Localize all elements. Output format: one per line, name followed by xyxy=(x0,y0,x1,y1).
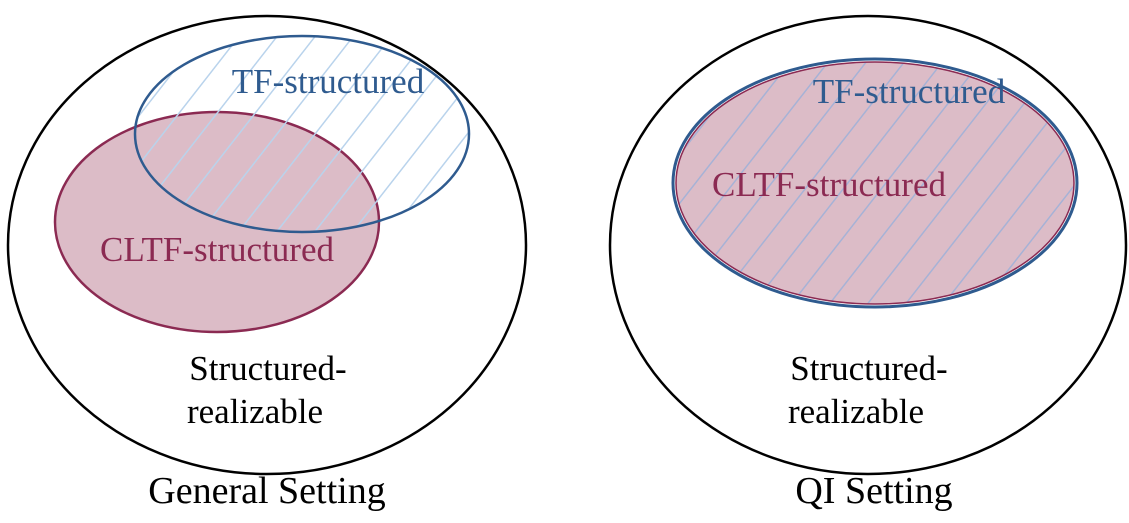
cltf-structured-outline xyxy=(675,61,1075,305)
panel-caption: General Setting xyxy=(148,470,385,512)
tf-structured-hatch xyxy=(676,62,1074,304)
tf-structured-hatch xyxy=(135,36,469,232)
tf-structured-ellipse xyxy=(671,57,1079,309)
tf-structured-label: TF-structured xyxy=(232,62,425,101)
structured-realizable-ellipse xyxy=(6,14,528,476)
structured-realizable-label-line2: realizable xyxy=(788,392,924,431)
cltf-structured-label: CLTF-structured xyxy=(712,165,946,204)
structured-realizable-ellipse xyxy=(608,14,1128,476)
structured-realizable-label-line1: Structured- xyxy=(790,349,947,388)
structured-realizable-label-line2: realizable xyxy=(187,392,323,431)
structured-realizable-label-line1: Structured- xyxy=(189,349,346,388)
panel-general-setting: TF-structured CLTF-structured Structured… xyxy=(6,14,528,512)
panel-qi-setting: TF-structured CLTF-structured Structured… xyxy=(608,14,1128,512)
cltf-structured-label: CLTF-structured xyxy=(100,230,334,269)
tf-structured-ellipse xyxy=(133,34,471,234)
panel-caption: QI Setting xyxy=(795,470,952,512)
tf-structured-label: TF-structured xyxy=(813,72,1006,111)
